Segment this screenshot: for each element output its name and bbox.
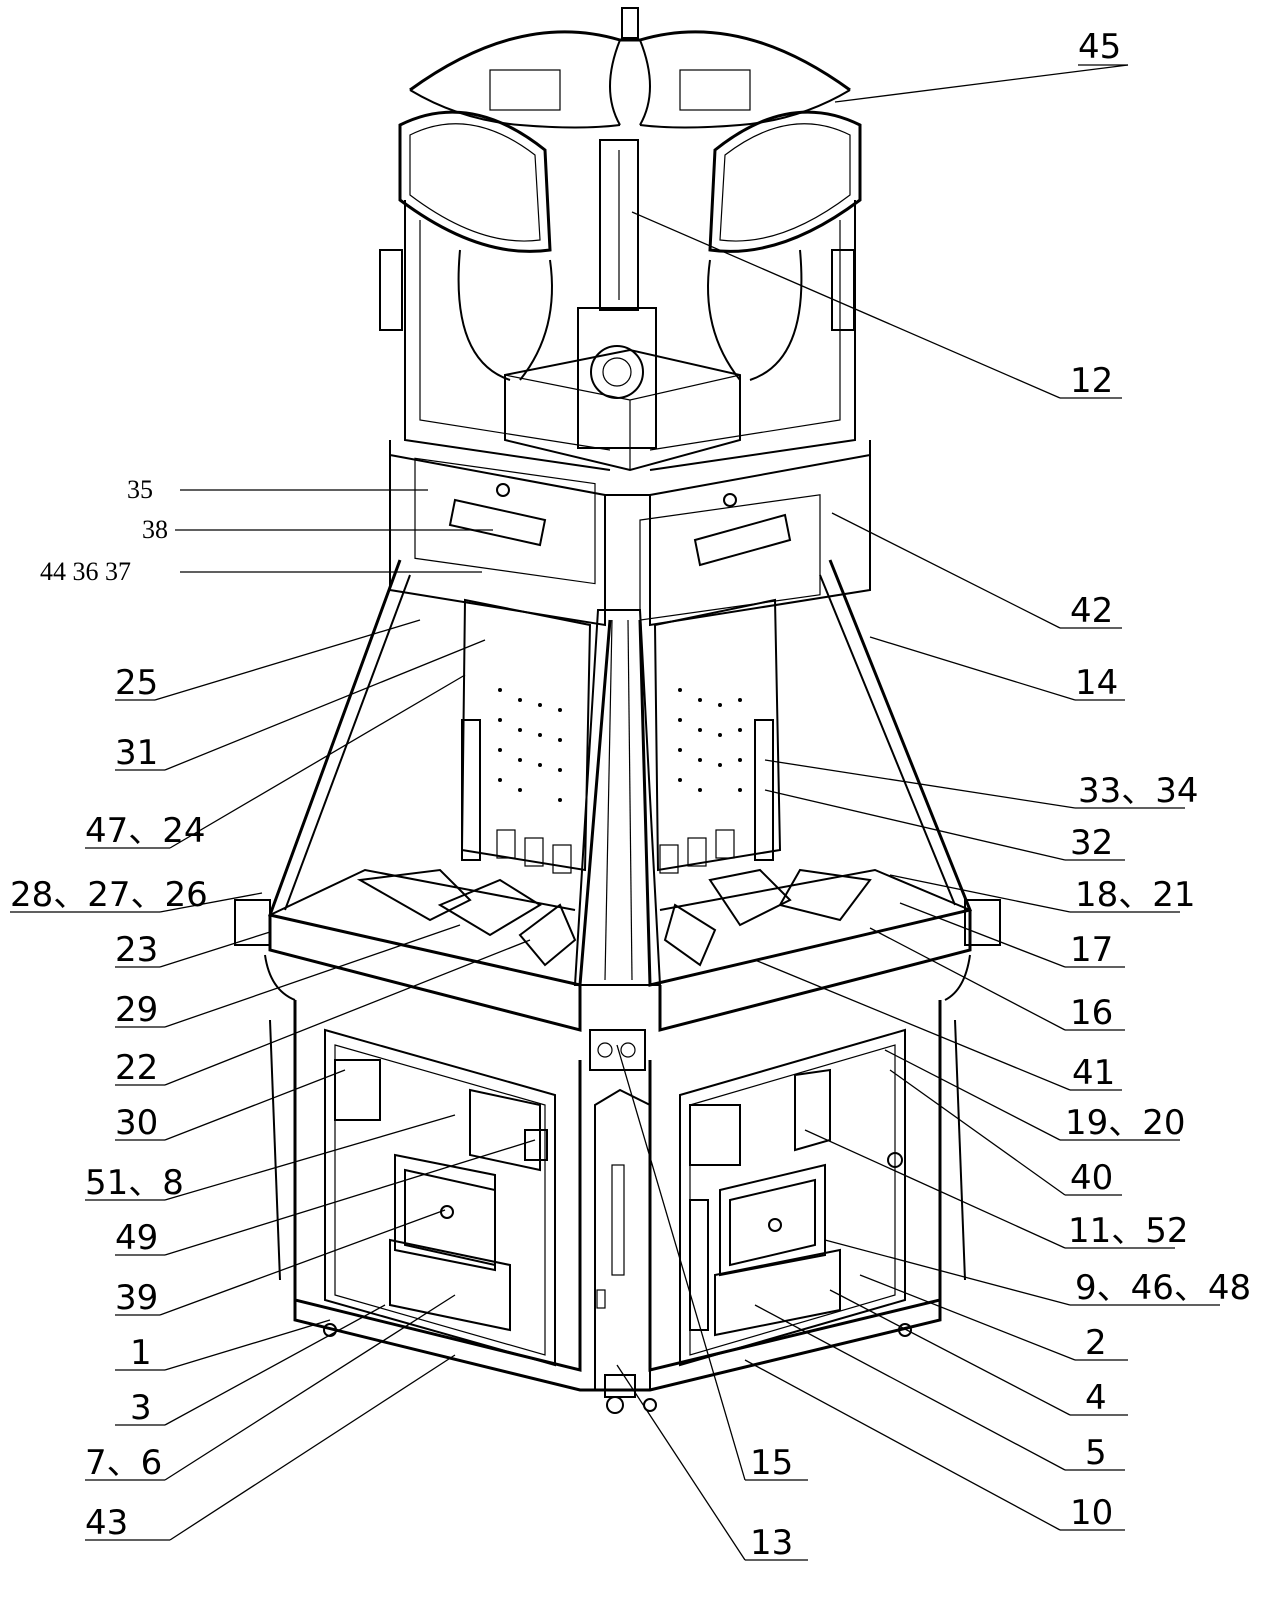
- callout-15: 15: [750, 1443, 793, 1483]
- callout-23: 23: [115, 930, 158, 970]
- callout-labels: 45 12 42 14 33、34 32 18、21 17 16 41 19、2…: [10, 27, 1251, 1563]
- callout-32: 32: [1070, 823, 1113, 863]
- callout-45: 45: [1078, 27, 1121, 67]
- callout-10: 10: [1070, 1493, 1113, 1533]
- callout-18-21: 18、21: [1075, 875, 1196, 915]
- callout-38: 38: [142, 515, 168, 544]
- callout-13: 13: [750, 1523, 793, 1563]
- callout-16: 16: [1070, 993, 1113, 1033]
- callout-51-8: 51、8: [85, 1163, 184, 1203]
- callout-12: 12: [1070, 361, 1113, 401]
- callout-9-46-48: 9、46、48: [1075, 1268, 1251, 1308]
- callout-35: 35: [127, 475, 153, 504]
- callout-2: 2: [1085, 1323, 1107, 1363]
- callout-14: 14: [1075, 663, 1118, 703]
- callout-43: 43: [85, 1503, 128, 1543]
- callout-17: 17: [1070, 930, 1113, 970]
- callout-29: 29: [115, 990, 158, 1030]
- callout-31: 31: [115, 733, 158, 773]
- leader-lines: [10, 64, 1220, 1561]
- callout-25: 25: [115, 663, 158, 703]
- callout-11-52: 11、52: [1068, 1211, 1189, 1251]
- callout-7-6: 7、6: [85, 1443, 162, 1483]
- callout-40: 40: [1070, 1158, 1113, 1198]
- panel-holes-left: [498, 688, 562, 802]
- speaker-grille-right: [679, 69, 751, 111]
- callout-42: 42: [1070, 591, 1113, 631]
- callout-49: 49: [115, 1218, 158, 1258]
- callout-19-20: 19、20: [1065, 1103, 1186, 1143]
- callout-22: 22: [115, 1048, 158, 1088]
- callout-28-27-26: 28、27、26: [10, 875, 208, 915]
- callout-30: 30: [115, 1103, 158, 1143]
- panel-holes-right: [678, 688, 742, 792]
- callout-41: 41: [1072, 1053, 1115, 1093]
- callout-47-24: 47、24: [85, 811, 206, 851]
- speaker-grille-left: [489, 69, 561, 111]
- callout-5: 5: [1085, 1433, 1107, 1473]
- callout-44-36-37: 44 36 37: [40, 557, 131, 586]
- callout-39: 39: [115, 1278, 158, 1318]
- callout-33-34: 33、34: [1078, 771, 1199, 811]
- callout-4: 4: [1085, 1378, 1107, 1418]
- machine-drawing: [234, 7, 1001, 1414]
- callout-1: 1: [130, 1333, 152, 1373]
- callout-3: 3: [130, 1388, 152, 1428]
